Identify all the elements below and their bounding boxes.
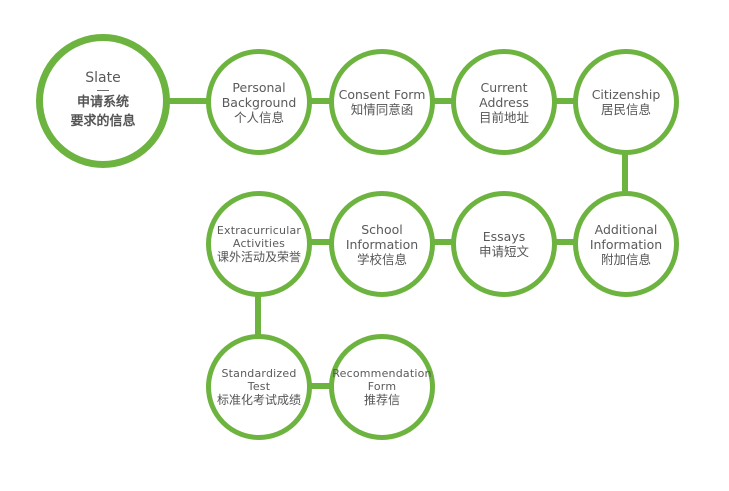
connector-row3 (258, 383, 383, 389)
node-label-en: Information (589, 236, 663, 252)
node-label-en: School (361, 221, 403, 237)
node-label-zh: 附加信息 (600, 251, 651, 267)
node-label-en: Address (479, 94, 529, 110)
node-label-en: Current (480, 79, 528, 95)
node-label-zh: 个人信息 (233, 109, 284, 125)
hub-divider (97, 90, 109, 92)
hub-subtitle-line1: 申请系统 (76, 95, 129, 111)
node-label-en: Consent Form (338, 87, 426, 102)
node-label-en: Recommendation (332, 366, 432, 380)
node-consent-form: Consent Form 知情同意函 (329, 49, 435, 155)
connector-row2 (258, 239, 630, 245)
node-label-en: Standardized (221, 366, 297, 380)
node-label-zh: 居民信息 (600, 102, 651, 117)
node-school-information: School Information 学校信息 (329, 191, 435, 297)
node-label-en: Additional (594, 221, 658, 237)
node-slate-hub: Slate 申请系统 要求的信息 (36, 34, 170, 168)
node-additional-information: Additional Information 附加信息 (573, 191, 679, 297)
node-label-en: Test (247, 379, 271, 393)
node-label-en: Citizenship (591, 87, 661, 102)
node-label-en: Form (367, 379, 397, 393)
node-personal-background: Personal Background 个人信息 (206, 49, 312, 155)
node-label-en: Essays (482, 229, 526, 244)
node-label-zh: 学校信息 (356, 251, 407, 267)
node-citizenship: Citizenship 居民信息 (573, 49, 679, 155)
node-label-en: Activities (232, 236, 286, 250)
node-label-zh: 申请短文 (478, 244, 529, 259)
node-label-en: Extracurricular (216, 223, 302, 237)
node-recommendation-form: Recommendation Form 推荐信 (329, 334, 435, 440)
node-label-en: Background (221, 94, 297, 110)
node-standardized-test: Standardized Test 标准化考试成绩 (206, 334, 312, 440)
node-label-en: Personal (232, 79, 286, 95)
node-extracurricular-activities: Extracurricular Activities 课外活动及荣誉 (206, 191, 312, 297)
node-current-address: Current Address 目前地址 (451, 49, 557, 155)
connector-vertical-left (255, 275, 261, 365)
hub-subtitle-line2: 要求的信息 (70, 113, 136, 129)
connector-vertical-right (622, 140, 628, 230)
node-label-zh: 推荐信 (363, 392, 400, 407)
node-label-zh: 知情同意函 (350, 102, 414, 117)
node-essays: Essays 申请短文 (451, 191, 557, 297)
hub-title: Slate (85, 70, 121, 87)
node-label-zh: 目前地址 (478, 109, 529, 125)
node-label-zh: 标准化考试成绩 (216, 392, 301, 407)
node-label-en: Information (345, 236, 419, 252)
node-label-zh: 课外活动及荣誉 (216, 249, 301, 264)
